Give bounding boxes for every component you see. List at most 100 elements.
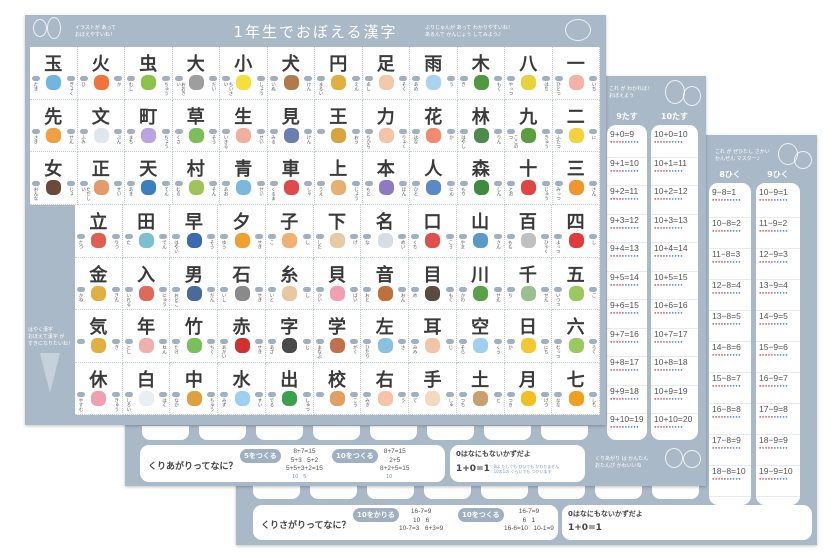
kanji-character: 土: [471, 369, 490, 391]
equation-text: 14−9=5: [759, 311, 788, 321]
borrow-title: くりさがりってなに？: [261, 521, 351, 531]
kanji-character: 子: [280, 212, 299, 233]
counting-dots: ●●●●●●●●●●: [712, 352, 742, 357]
illustration-icon: [91, 233, 107, 248]
counting-dots: ●●●●●●●●●●: [610, 424, 640, 429]
kanji-character: 王: [329, 106, 348, 128]
on-reading: ど: [495, 397, 501, 403]
illustration-icon: [91, 338, 107, 353]
equation-row: 14−9=5●●●●●●●●●●: [756, 311, 800, 342]
on-reading: もく: [447, 292, 453, 302]
illustration-icon: [377, 338, 393, 353]
on-reading-badge: [398, 234, 407, 239]
equation-row: 9+8=17●●●●●●●●●●: [607, 357, 647, 386]
equation-text: 13−9=4: [759, 280, 788, 290]
on-reading: に: [591, 134, 596, 140]
illustration-icon: [93, 75, 109, 90]
kun-reading: はな: [413, 134, 418, 144]
kun-reading-badge: [364, 76, 373, 81]
equation-row: 11−8=3●●●●●●●●●●: [709, 249, 751, 280]
illustration-icon: [568, 127, 584, 143]
kanji-card: 九ここのつきゅう: [505, 99, 553, 153]
kanji-character: 生: [234, 106, 253, 128]
column-strip: [310, 485, 357, 499]
equation-row: 10+8=18●●●●●●●●●●: [651, 357, 698, 386]
illustration-icon: [91, 285, 107, 301]
kun-reading-badge: [174, 181, 183, 187]
kanji-grid-bottom: 立たつりつ田たでん早はやいそう夕ゆうせき子こし下したげ名なめい口くちこう山やまさ…: [75, 205, 600, 415]
kun-reading: た: [125, 240, 131, 245]
zero-notes: ♡0は たしても ひいても かわりません ♡10の1の くらいでも つかいます: [490, 464, 560, 474]
kun-reading-badge: [174, 128, 183, 134]
equation-row: 13−9=4●●●●●●●●●●: [756, 280, 800, 311]
equation-text: 9+10=19: [610, 414, 644, 424]
cherry-doodle-icon: [665, 448, 683, 468]
counting-dots: ●●●●●●●●●●: [654, 167, 684, 173]
kun-reading-badge: [222, 181, 230, 187]
kanji-card: 女おんなじょ: [30, 152, 78, 205]
kun-reading: はやい: [173, 240, 179, 254]
on-reading: くう: [495, 345, 501, 354]
kanji-character: 目: [423, 264, 442, 286]
on-reading: う: [448, 82, 454, 87]
make-ten-sub: 10: [386, 474, 393, 480]
kun-reading: か: [507, 345, 513, 350]
kanji-card: 年としねん: [122, 310, 171, 363]
on-reading: せき: [256, 240, 262, 249]
kanji-card: 音おとおん: [361, 257, 410, 310]
kanji-character: 耳: [423, 317, 442, 338]
equation-row: 9+1=10●●●●●●●●●●: [607, 158, 647, 186]
on-reading-badge: [446, 76, 455, 81]
kanji-character: 天: [139, 159, 158, 181]
kanji-card: 花はなか: [410, 99, 458, 153]
kun-reading-badge: [411, 339, 420, 344]
illustration-icon: [282, 233, 298, 248]
kun-reading: なか: [173, 397, 179, 407]
kanji-card: 火ひか: [77, 47, 125, 100]
on-reading-badge: [254, 234, 263, 239]
equation-row: 15−8=7●●●●●●●●●●: [709, 373, 751, 404]
illustration-icon: [139, 285, 155, 301]
column-strip: [424, 485, 471, 499]
kun-reading-badge: [458, 234, 467, 239]
equation-text: 19−9=10: [759, 466, 793, 476]
character-doodle-icon: [47, 17, 61, 39]
on-reading-badge: [493, 391, 502, 397]
illustration-icon: [236, 127, 252, 143]
illustration-icon: [234, 233, 250, 248]
column-strip: [370, 426, 417, 440]
kanji-character: 左: [375, 317, 394, 338]
kanji-character: 千: [518, 264, 537, 286]
on-reading-badge: [254, 286, 263, 292]
on-reading-badge: [209, 128, 217, 134]
on-reading: ちょう: [163, 134, 169, 149]
equation-row: 9+9=18●●●●●●●●●●: [607, 386, 647, 414]
counting-dots: ●●●●●●●●●●: [712, 383, 742, 388]
equation-text: 13−8=5: [712, 311, 741, 321]
make-ten-math: 8+7=15 2+5 8+2+5=15: [380, 448, 410, 472]
column-strip: [595, 485, 642, 499]
on-reading-badge: [494, 128, 502, 134]
kanji-character: 立: [89, 212, 108, 233]
kun-reading: まなぶ: [316, 345, 322, 359]
ice-cream-doodle-icon: [40, 353, 60, 393]
kun-reading: おと: [364, 292, 370, 302]
kun-reading-badge: [459, 128, 468, 134]
on-reading: がく: [352, 345, 358, 354]
on-reading: りつ: [113, 240, 119, 249]
kun-reading-badge: [124, 234, 133, 239]
kanji-card: 足あしそく: [362, 47, 410, 100]
equation-row: 10+1=11●●●●●●●●●●: [651, 158, 698, 186]
equation-row: 9+3=12●●●●●●●●●●: [607, 215, 647, 243]
kun-reading: とお: [508, 187, 513, 197]
on-reading: りょく: [401, 134, 406, 149]
kanji-character: 虫: [139, 54, 158, 75]
kun-reading: いきる: [223, 134, 228, 149]
on-reading-badge: [351, 181, 360, 187]
counting-dots: ●●●●●●●●●●: [712, 445, 742, 450]
illustration-icon: [236, 180, 252, 196]
kanji-card: 上うえじょう: [315, 152, 363, 205]
kanji-character: 金: [89, 264, 108, 286]
on-reading: か: [448, 134, 454, 140]
illustration-icon: [139, 233, 155, 248]
